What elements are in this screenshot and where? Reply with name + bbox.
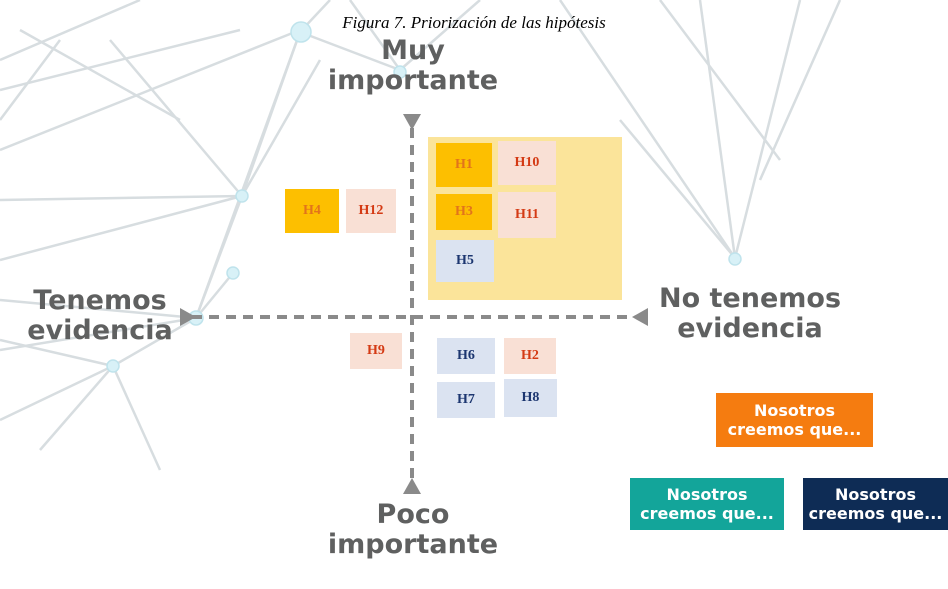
hypothesis-card-h10[interactable]: H10 xyxy=(498,141,556,185)
sticky-note-teal[interactable]: Nosotros creemos que... xyxy=(630,478,784,530)
hypothesis-card-h9[interactable]: H9 xyxy=(350,333,402,369)
hypothesis-card-h5[interactable]: H5 xyxy=(436,240,494,282)
hypothesis-card-h8[interactable]: H8 xyxy=(504,379,557,417)
hypothesis-card-h11[interactable]: H11 xyxy=(498,192,556,238)
hypothesis-card-h6[interactable]: H6 xyxy=(437,338,495,374)
arrow-right-icon xyxy=(632,308,648,326)
arrow-left-icon xyxy=(180,308,196,326)
axis-label-top: Muy importante xyxy=(300,35,526,97)
axis-label-right-line-2: evidencia xyxy=(677,313,823,345)
axis-label-left-line-2: evidencia xyxy=(27,315,173,347)
axis-label-top-line-1: Muy xyxy=(381,35,445,66)
arrow-top-icon xyxy=(403,114,421,130)
note-teal-line-1: Nosotros xyxy=(666,485,748,504)
axis-label-bottom-line-2: importante xyxy=(327,529,499,561)
hypothesis-card-h7[interactable]: H7 xyxy=(437,382,495,418)
note-orange-line-2: creemos que... xyxy=(727,420,862,439)
figure-caption: Figura 7. Priorización de las hipótesis xyxy=(342,13,606,32)
axis-label-left: Tenemos evidencia xyxy=(10,285,190,347)
hypothesis-card-h3[interactable]: H3 xyxy=(436,194,492,230)
axis-label-left-line-1: Tenemos xyxy=(33,285,167,316)
sticky-note-navy[interactable]: Nosotros creemos que... xyxy=(803,478,948,530)
axis-label-bottom-line-1: Poco xyxy=(376,499,450,530)
axis-label-top-line-2: importante xyxy=(327,65,499,97)
note-navy-line-2: creemos que... xyxy=(808,504,943,523)
hypothesis-card-h2[interactable]: H2 xyxy=(504,338,556,374)
hypothesis-card-h4[interactable]: H4 xyxy=(285,189,339,233)
sticky-note-orange[interactable]: Nosotros creemos que... xyxy=(716,393,873,447)
axis-label-right: No tenemos evidencia xyxy=(635,283,865,345)
note-teal-line-2: creemos que... xyxy=(640,504,774,523)
hypothesis-card-h12[interactable]: H12 xyxy=(346,189,396,233)
hypothesis-card-h1[interactable]: H1 xyxy=(436,143,492,187)
axis-label-bottom: Poco importante xyxy=(300,499,526,561)
note-navy-line-1: Nosotros xyxy=(835,485,916,504)
arrow-bottom-icon xyxy=(403,478,421,494)
note-orange-line-1: Nosotros xyxy=(754,401,835,420)
axis-label-right-line-1: No tenemos xyxy=(658,283,842,314)
